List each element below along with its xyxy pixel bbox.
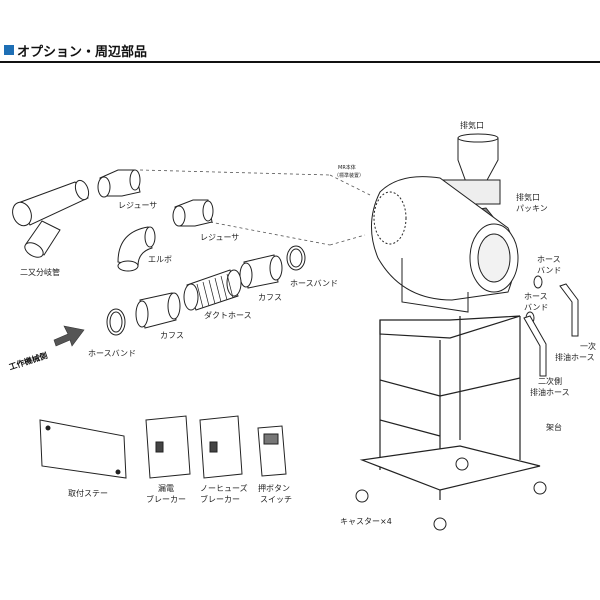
label-hose-band-left: ホースバンド — [88, 349, 136, 358]
label-hose-band-b-line1: ホース — [524, 292, 548, 301]
reducer-1-illustration — [97, 169, 141, 198]
cuff-upper-illustration — [239, 254, 283, 289]
label-cuff-upper: カフス — [258, 293, 282, 302]
label-no-fuse-breaker-line1: ノーヒューズ — [200, 483, 248, 493]
bifurcated-pipe-illustration — [12, 179, 90, 258]
secondary-drain-hose-illustration — [523, 315, 547, 377]
leakage-breaker-illustration — [145, 415, 191, 479]
hose-band-left-illustration — [106, 308, 126, 336]
section-marker-icon — [4, 45, 14, 55]
alignment-guides — [139, 169, 371, 246]
no-fuse-breaker-illustration — [199, 415, 243, 479]
machine-side-arrow-icon — [53, 325, 85, 347]
label-machine-side: 工作機械側 — [8, 350, 49, 372]
duct-hose-illustration — [183, 269, 242, 311]
primary-drain-hose-illustration — [559, 283, 579, 337]
label-primary-drain-line2: 排油ホース — [555, 352, 595, 362]
label-exhaust-packing-line2: パッキン — [516, 204, 548, 213]
label-stand: 架台 — [546, 422, 562, 432]
header-divider — [0, 61, 600, 63]
label-hose-band-b-line2: バンド — [524, 303, 548, 312]
section-header: オプション・周辺部品 — [0, 40, 600, 64]
push-switch-illustration — [257, 425, 287, 477]
label-exhaust-packing-line1: 排気口 — [516, 192, 540, 202]
mount-stay-illustration — [39, 419, 127, 479]
label-reducer-1: レジューサ — [118, 201, 157, 210]
hose-band-right-illustration — [286, 245, 306, 271]
label-cuff-lower: カフス — [160, 331, 184, 340]
label-primary-drain-line1: 一次 — [580, 341, 596, 351]
section-title: オプション・周辺部品 — [17, 45, 148, 60]
hose-band-a-illustration — [533, 275, 543, 289]
label-mr-body-line2: （標準装置） — [334, 172, 364, 179]
label-reducer-2: レジューサ — [200, 233, 239, 242]
label-exhaust-port: 排気口 — [460, 120, 484, 130]
mr-body-illustration — [370, 176, 519, 313]
label-bifurcated-pipe: 二又分岐管 — [20, 267, 60, 277]
label-secondary-drain-line2: 排油ホース — [530, 387, 570, 397]
label-push-switch-line1: 押ボタン — [258, 483, 290, 493]
label-leakage-breaker-line2: ブレーカー — [146, 494, 186, 504]
casters-illustration — [355, 457, 547, 531]
label-mount-stay: 取付ステー — [68, 488, 108, 498]
cuff-lower-illustration — [135, 292, 181, 329]
label-duct-hose: ダクトホース — [204, 310, 252, 320]
label-mr-body-line1: MR本体 — [338, 164, 356, 171]
label-hose-band-right: ホースバンド — [290, 279, 338, 288]
label-no-fuse-breaker-line2: ブレーカー — [200, 494, 240, 504]
label-casters: キャスター×4 — [340, 517, 392, 526]
label-elbow: エルボ — [148, 255, 172, 264]
label-leakage-breaker-line1: 漏電 — [158, 483, 174, 493]
label-hose-band-a-line1: ホース — [537, 255, 561, 264]
label-hose-band-a-line2: バンド — [537, 266, 561, 275]
label-secondary-drain-line1: 二次側 — [538, 376, 562, 386]
elbow-illustration — [117, 226, 156, 272]
reducer-2-illustration — [172, 199, 214, 227]
stand-illustration — [359, 315, 541, 500]
label-push-switch-line2: スイッチ — [260, 495, 292, 504]
